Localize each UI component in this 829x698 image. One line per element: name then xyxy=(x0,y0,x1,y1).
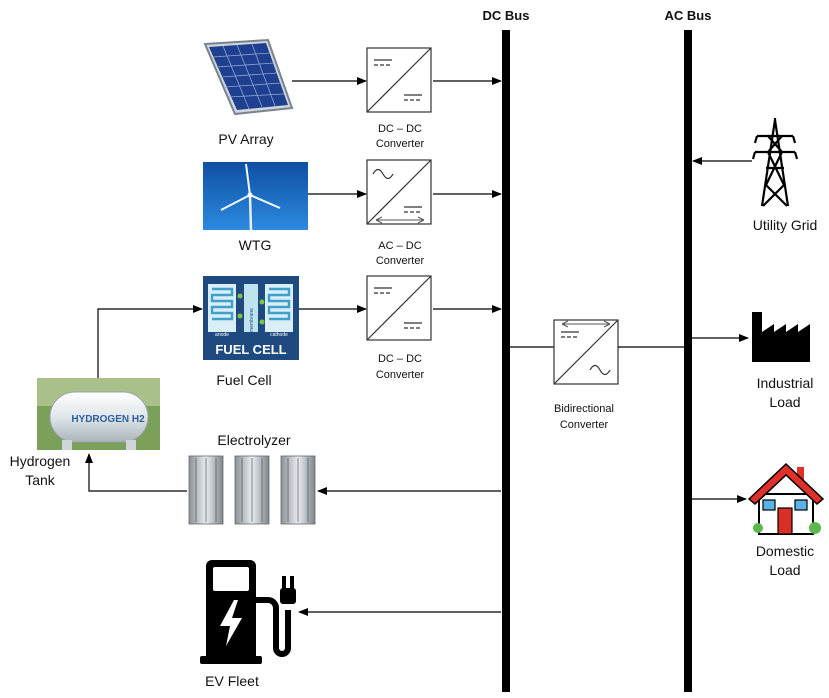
bidirectional-converter-icon xyxy=(553,319,619,385)
hydrogen-tank-label-line1: Hydrogen xyxy=(10,453,71,469)
wind-turbine-icon xyxy=(203,162,308,231)
electrolyzer-to-tank-arrow xyxy=(85,453,187,492)
hydrogen-tank-print-text: HYDROGEN H2 xyxy=(71,414,145,425)
pv-converter-label-line2: Converter xyxy=(376,138,425,150)
fuel-cell-cathode-text: cathode xyxy=(270,332,288,338)
fuel-cell-logo-text: FUEL CELL xyxy=(215,342,286,357)
industrial-load-label-line1: Industrial xyxy=(757,375,814,391)
domestic-load-label-line1: Domestic xyxy=(756,543,814,559)
dc-bus-line xyxy=(502,30,510,692)
dc-bus-label: DC Bus xyxy=(483,8,530,23)
pv-converter-label-line1: DC – DC xyxy=(378,123,422,135)
transmission-tower-icon xyxy=(751,118,799,207)
solar-panel-icon xyxy=(203,38,294,116)
electrolyzer-icon xyxy=(188,455,316,525)
utility-grid-label: Utility Grid xyxy=(753,217,818,233)
industrial-load-label-line2: Load xyxy=(769,394,800,410)
wtg-label: WTG xyxy=(239,237,272,253)
house-icon xyxy=(747,462,825,535)
fc-converter-label-line2: Converter xyxy=(376,369,425,381)
fuel-cell-membrane-text: membrane xyxy=(249,308,255,332)
bidir-converter-label-line2: Converter xyxy=(560,419,609,431)
wtg-converter-label-line1: AC – DC xyxy=(378,240,421,252)
pv-array-label: PV Array xyxy=(218,131,273,147)
pv-dcdc-converter-icon xyxy=(366,47,432,113)
domestic-load-label-line2: Load xyxy=(769,562,800,578)
wtg-converter-label-line2: Converter xyxy=(376,255,425,267)
fc-dcdc-converter-icon xyxy=(366,275,432,341)
ev-fleet-label: EV Fleet xyxy=(205,673,259,689)
bidir-converter-label-line1: Bidirectional xyxy=(554,403,614,415)
electrolyzer-label: Electrolyzer xyxy=(217,432,290,448)
fuel-cell-icon: anode cathode membrane FUEL CELL xyxy=(203,276,299,360)
fc-converter-label-line1: DC – DC xyxy=(378,353,422,365)
hydrogen-tank-label-line2: Tank xyxy=(25,472,56,488)
ac-bus-label: AC Bus xyxy=(665,8,712,23)
tank-to-fuel-cell-arrow xyxy=(97,305,203,378)
factory-icon xyxy=(752,312,810,362)
fuel-cell-label: Fuel Cell xyxy=(216,372,271,388)
wtg-acdc-converter-icon xyxy=(366,159,432,225)
hydrogen-tank-icon: HYDROGEN H2 xyxy=(37,378,160,450)
ac-bus-line xyxy=(684,30,692,692)
ev-charger-icon xyxy=(200,560,296,664)
fuel-cell-anode-text: anode xyxy=(215,332,229,338)
